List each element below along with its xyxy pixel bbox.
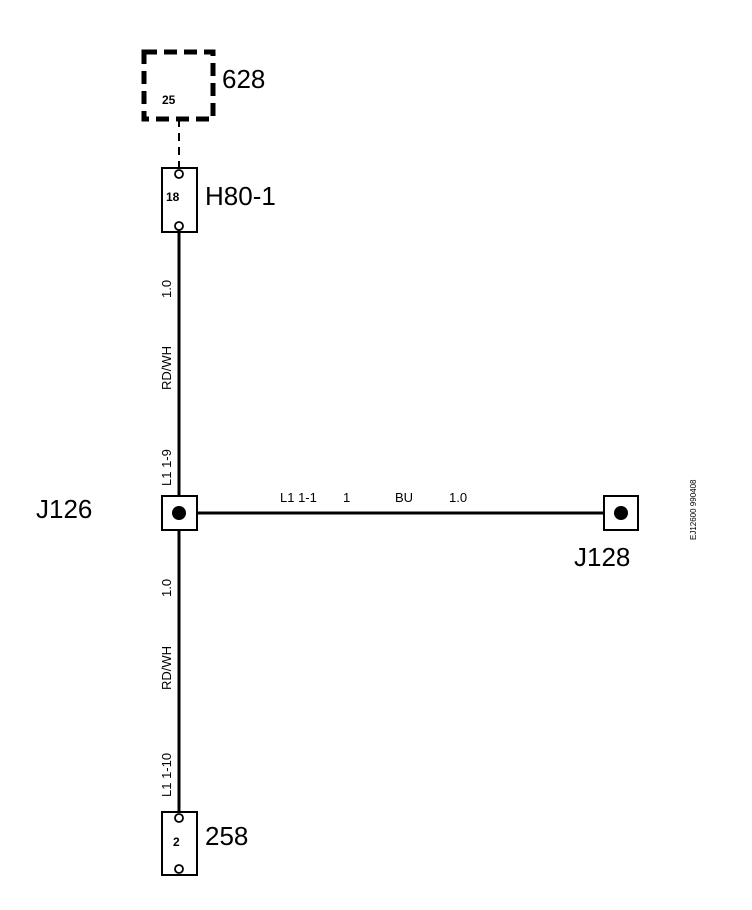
wire-horizontal-size: 1.0 xyxy=(449,490,467,505)
connector-h80-1-bottom-hole xyxy=(174,221,184,231)
connector-h80-1-label: H80-1 xyxy=(205,181,276,211)
connector-258-pin: 2 xyxy=(173,835,180,849)
connector-628-outline xyxy=(141,49,216,122)
wire-horizontal-circuit: L1 1-1 xyxy=(280,490,317,505)
splice-j126-dot xyxy=(172,506,186,520)
wire-upper-circuit: L1 1-9 xyxy=(159,449,174,486)
connector-h80-1-top-hole xyxy=(174,169,184,179)
wire-lower-circuit: L1 1-10 xyxy=(159,753,174,797)
connector-628-pin: 25 xyxy=(162,93,176,107)
splice-j128-dot xyxy=(614,506,628,520)
wire-upper-color: RD/WH xyxy=(159,346,174,390)
wire-lower-color: RD/WH xyxy=(159,646,174,690)
connector-258-top-hole xyxy=(174,813,184,823)
wire-horizontal-cavity: 1 xyxy=(343,490,350,505)
connector-258-label: 258 xyxy=(205,821,248,851)
reference-code: EJ12600 990408 xyxy=(689,479,698,540)
connector-h80-1-pin: 18 xyxy=(166,190,180,204)
splice-j126-label: J126 xyxy=(36,494,92,524)
connector-258-bottom-hole xyxy=(174,864,184,874)
wire-horizontal-color: BU xyxy=(395,490,413,505)
connector-628-label: 628 xyxy=(222,64,265,94)
splice-j128-label: J128 xyxy=(574,542,630,572)
wire-lower-size: 1.0 xyxy=(159,579,174,597)
wire-upper-size: 1.0 xyxy=(159,280,174,298)
